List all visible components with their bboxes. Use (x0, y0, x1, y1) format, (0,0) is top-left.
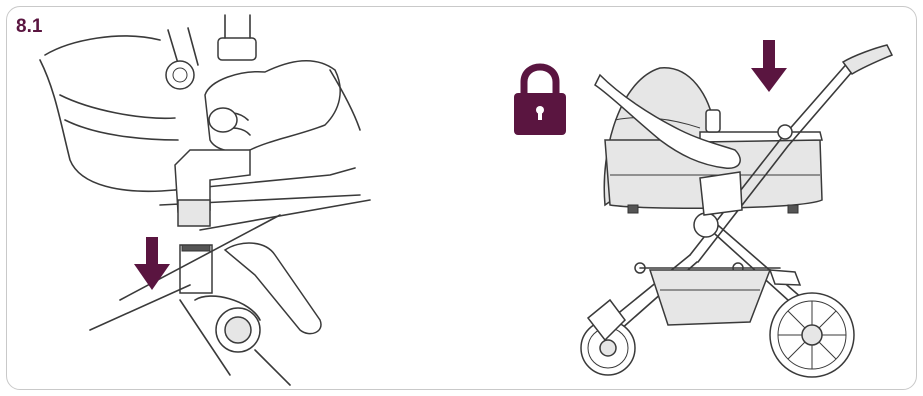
padlock-icon (514, 67, 566, 135)
closeup-illustration (40, 15, 370, 385)
step-number: 8.1 (16, 16, 42, 38)
stroller-illustration (581, 45, 892, 377)
arrow-down-icon (134, 237, 170, 290)
arrow-down-icon (751, 40, 787, 92)
